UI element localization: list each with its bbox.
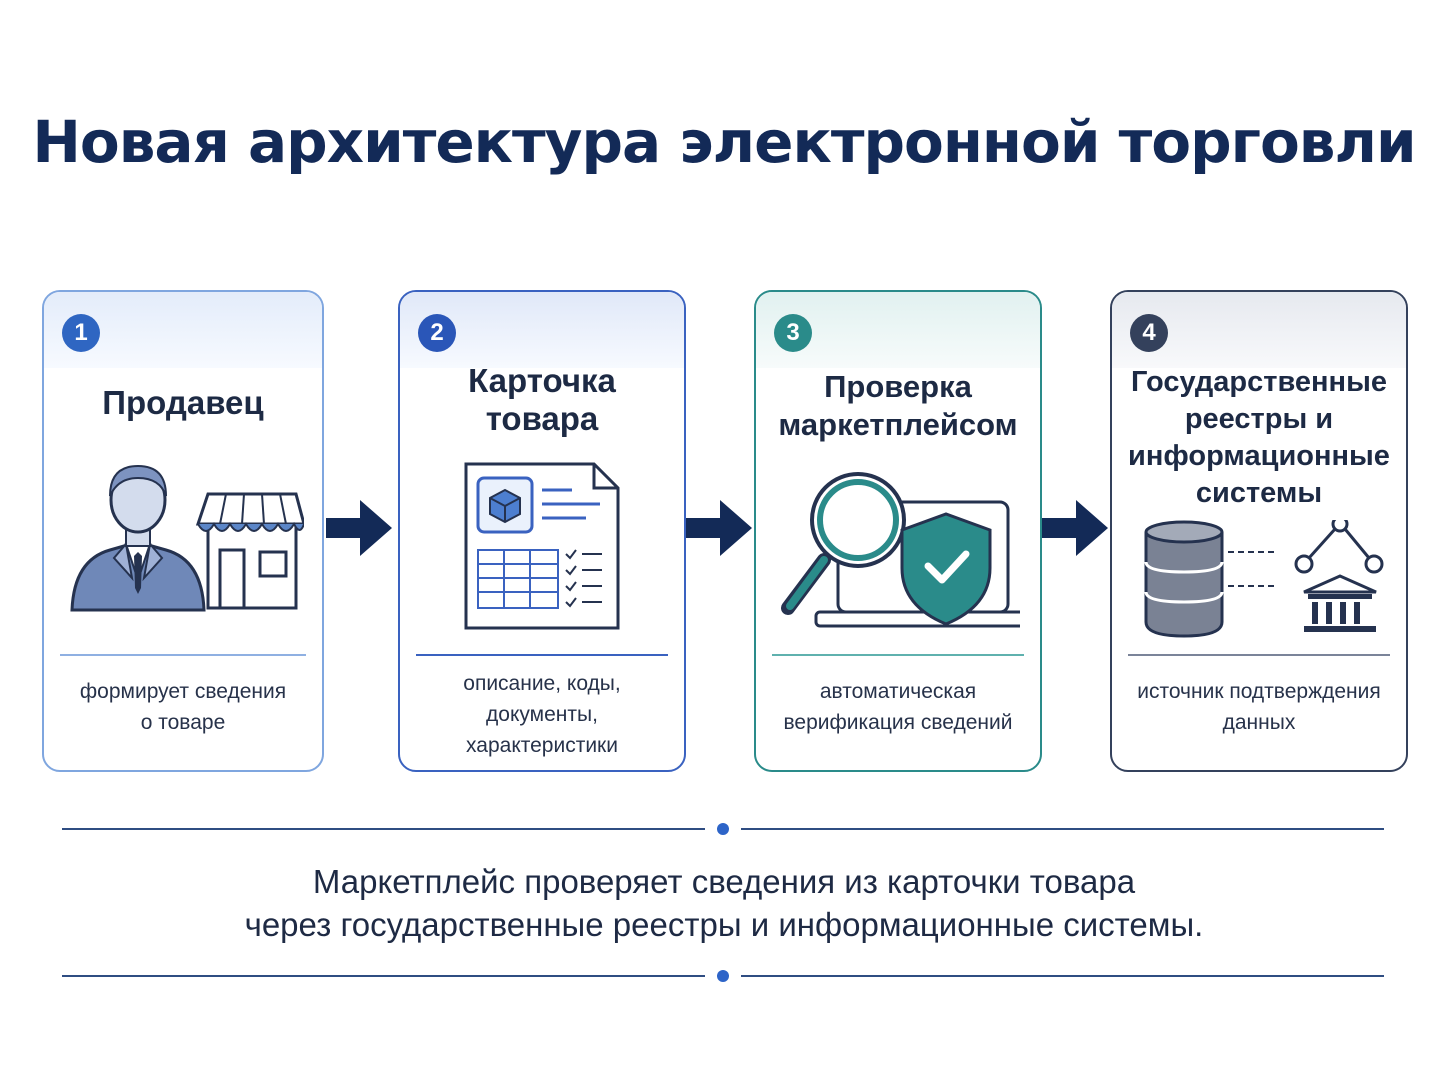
step-description: источник подтверждения данных xyxy=(1137,680,1381,734)
step-title: Проверка маркетплейсом xyxy=(778,369,1018,442)
step-number-badge: 4 xyxy=(1130,314,1168,352)
step-title: Карточка товара xyxy=(468,362,616,437)
separator-dot xyxy=(717,823,729,835)
step-title: Государственные реестры и информационные… xyxy=(1128,366,1390,509)
card-divider xyxy=(60,654,306,656)
step-card-seller: 1 Продавец формирует сведения о товаре xyxy=(42,290,324,772)
page-title: Новая архитектура электронной торговли xyxy=(32,108,1416,176)
step-description: автоматическая верификация сведений xyxy=(783,680,1013,734)
step-number-badge: 2 xyxy=(418,314,456,352)
card-divider xyxy=(1128,654,1390,656)
verification-icon xyxy=(781,472,1020,628)
arrow-right-icon xyxy=(326,500,392,556)
separator-line-top xyxy=(62,818,1384,840)
footer-summary: Маркетплейс проверяет сведения из карточ… xyxy=(244,863,1204,943)
step-title: Продавец xyxy=(102,384,264,421)
step-card-verification: 3 Проверка маркетплейсом автоматическая … xyxy=(754,290,1042,772)
step-card-product: 2 Карточка товара описание, коды, докуме… xyxy=(398,290,686,772)
seller-shop-icon xyxy=(70,464,304,612)
arrow-right-icon xyxy=(1042,500,1108,556)
step-number-badge: 1 xyxy=(62,314,100,352)
registry-database-icon xyxy=(1144,520,1384,638)
product-card-icon xyxy=(464,462,620,630)
step-description: формирует сведения о товаре xyxy=(79,680,287,734)
card-divider xyxy=(772,654,1024,656)
step-number-badge: 3 xyxy=(774,314,812,352)
separator-dot xyxy=(717,970,729,982)
step-description: описание, коды, документы, характеристик… xyxy=(463,672,621,757)
arrow-right-icon xyxy=(686,500,752,556)
step-card-registries: 4 Государственные реестры и информационн… xyxy=(1110,290,1408,772)
card-divider xyxy=(416,654,668,656)
separator-line-bottom xyxy=(62,965,1384,987)
